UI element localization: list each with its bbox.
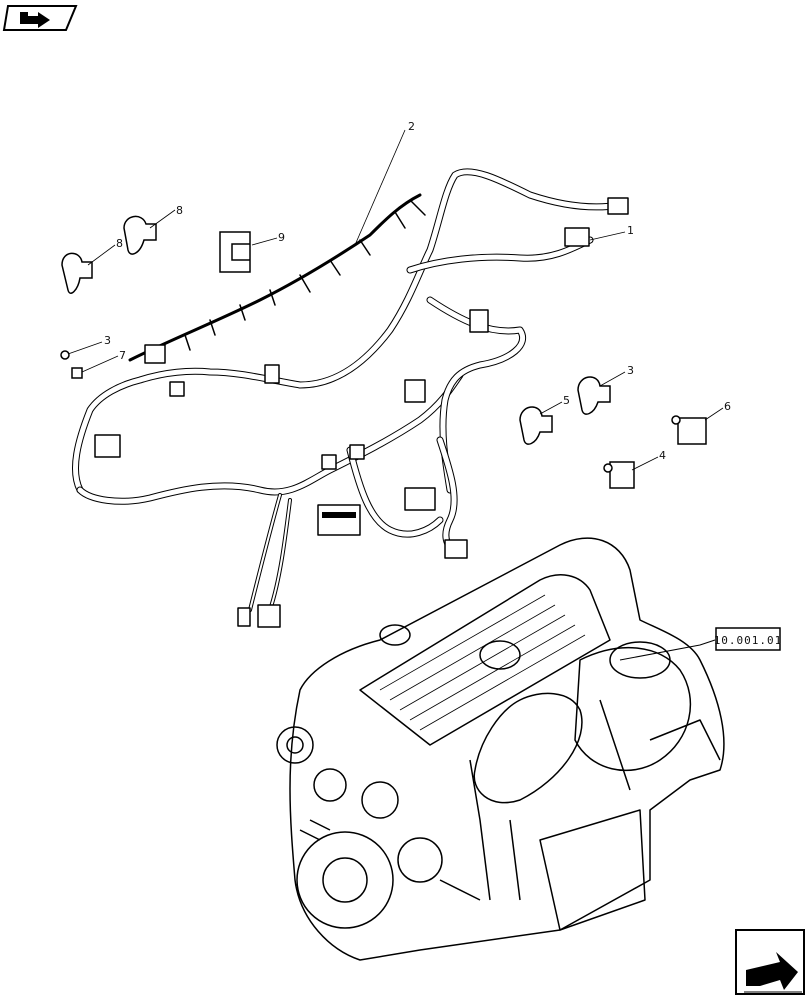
- callout-5: 5: [563, 394, 570, 407]
- callout-7: 7: [119, 349, 126, 362]
- callout-2: 2: [408, 120, 415, 133]
- reference-box[interactable]: 10.001.01: [714, 627, 783, 651]
- callout-3-left: 3: [104, 334, 111, 347]
- callout-8-upper: 8: [176, 204, 183, 217]
- callout-3-right: 3: [627, 364, 634, 377]
- callout-9: 9: [278, 231, 285, 244]
- engine-assembly: [276, 537, 725, 961]
- previous-page-arrow-icon[interactable]: [2, 5, 78, 31]
- callout-4: 4: [659, 449, 666, 462]
- next-page-arrow-icon[interactable]: [735, 929, 805, 995]
- wiring-harness: [71, 168, 629, 628]
- reference-label: 10.001.01: [714, 634, 783, 647]
- callout-numbers: 2 1 8 8 9 3 7 3 5 4 6: [104, 120, 731, 462]
- callout-leaders: [67, 129, 724, 471]
- callout-1: 1: [627, 224, 634, 237]
- callout-6: 6: [724, 400, 731, 413]
- loose-parts: [60, 215, 707, 489]
- callout-8-lower: 8: [116, 237, 123, 250]
